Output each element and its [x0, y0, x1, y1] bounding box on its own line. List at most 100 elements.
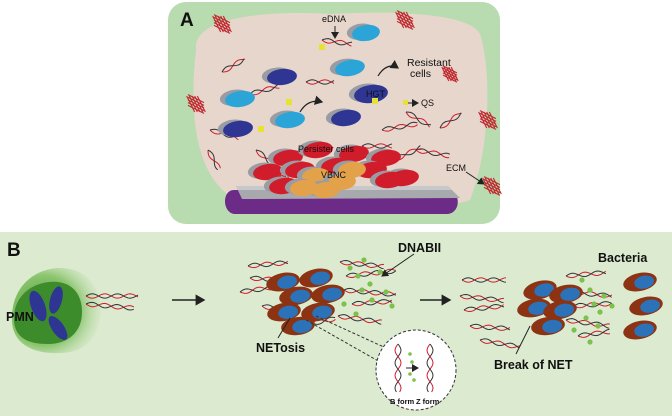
label-resistant: Resistant cells: [407, 57, 454, 80]
label-b-form: B form: [390, 397, 414, 406]
dnabii-dot: [353, 311, 359, 317]
zoom-inset: [305, 315, 457, 411]
label-z-form: Z form: [416, 397, 440, 406]
cell-dark: [261, 67, 297, 86]
ecm-mesh-icon: [482, 176, 502, 196]
dnabii-dot: [359, 287, 365, 293]
label-ecm: ECM: [446, 163, 466, 173]
panel-a: A eDNA Resistant cell: [168, 2, 502, 224]
label-edna: eDNA: [322, 14, 346, 24]
transfer-arrow-1: [299, 95, 324, 113]
dnabii-dot: [591, 301, 597, 307]
edna-strand-icon: [249, 83, 280, 96]
qs-molecules: [258, 44, 408, 132]
net-strand-icon: [577, 328, 611, 338]
vbnc-cell: [284, 178, 318, 197]
persister-cell: [333, 144, 369, 163]
edna-strand-icon: [321, 38, 353, 47]
cell-light: [346, 23, 380, 42]
bacterium-icon: [549, 284, 583, 304]
dnabii-dot: [587, 287, 593, 293]
dnabii-dot: [595, 323, 601, 329]
edna-strand-icon: [305, 79, 335, 85]
persister-cell: [297, 140, 333, 159]
dnabii-dot: [347, 265, 353, 271]
edna-strands-a: [207, 38, 462, 172]
label-dnabii: DNABII: [398, 241, 441, 255]
dnabii-dot: [355, 273, 361, 279]
panel-b-background: [0, 232, 672, 416]
dnabii-dot: [583, 315, 589, 321]
dnabii-dot: [377, 269, 383, 275]
ecm-mesh-icon: [478, 110, 498, 130]
bacterium-icon: [266, 272, 300, 292]
ecm-mesh-icon: [212, 14, 232, 34]
edna-strand-icon: [221, 58, 245, 73]
dnabii-dot: [367, 281, 373, 287]
cell-light: [269, 110, 305, 129]
cell-hgt: [348, 83, 388, 104]
ecm-mesh-icon: [441, 65, 459, 83]
bacterium-icon: [629, 296, 663, 316]
bacterium-icon: [623, 320, 657, 340]
bacterium-icon: [311, 284, 345, 304]
edna-strand-icon: [361, 143, 393, 149]
dnabii-dot: [571, 327, 577, 333]
break-pointer: [515, 325, 531, 355]
net-strand-icon: [459, 293, 505, 304]
edna-strand-icon: [439, 112, 462, 129]
cells-a: [217, 23, 419, 199]
label-persister: Persister cells: [298, 144, 355, 154]
bacteria-b: [266, 268, 663, 340]
substrate: [225, 186, 460, 214]
label-vbnc: VBNC: [321, 170, 347, 180]
dnabii-pointer: [381, 253, 415, 277]
bacterium-icon: [531, 316, 565, 336]
dnabii-dot: [601, 293, 607, 299]
panel-b: B PMN DNABII NET: [0, 232, 672, 416]
dnabii-dot: [579, 277, 585, 283]
bacterium-icon: [267, 302, 301, 322]
net-strand-icon: [463, 303, 505, 313]
dnabii-dot: [609, 303, 615, 309]
dnabii-dot: [341, 301, 347, 307]
persister-cell: [369, 170, 405, 189]
bacterium-icon: [279, 286, 313, 306]
bacterium-icon: [281, 316, 315, 336]
cell-dark: [325, 108, 361, 127]
label-netosis: NETosis: [256, 341, 305, 355]
net-strand-icon: [337, 314, 382, 325]
bacterium-icon: [623, 272, 657, 292]
label-pmn: PMN: [6, 310, 34, 324]
dnabii-dot: [597, 309, 603, 315]
cell-light: [329, 58, 365, 77]
dnabii-dot: [587, 339, 593, 345]
bacterium-icon: [523, 280, 557, 300]
ecm-mesh-icon: [395, 10, 415, 30]
net-strand-icon: [461, 277, 507, 283]
bacterium-icon: [517, 298, 551, 318]
cell-dark: [217, 119, 253, 138]
edna-strand-icon: [405, 111, 432, 128]
vbnc-cell: [296, 166, 330, 185]
label-bacteria: Bacteria: [598, 251, 648, 265]
label-qs: QS: [421, 98, 434, 108]
netosis-pointer: [277, 317, 291, 339]
dnabii-dot: [369, 297, 375, 303]
dnabii-dot: [383, 289, 389, 295]
net-strand-icon: [565, 270, 607, 279]
net-strand-icon: [565, 318, 610, 329]
net-strand-icon: [85, 301, 135, 311]
label-break-of-net: Break of NET: [494, 358, 573, 372]
net-strand-icon: [247, 260, 289, 269]
b-form-dna-icon: [394, 343, 402, 393]
panel-a-letter: A: [180, 10, 194, 31]
ecm-pointer: [465, 171, 485, 185]
label-hgt: HGT: [366, 89, 386, 99]
persister-cell: [247, 162, 283, 181]
transfer-arrow-2: [377, 60, 399, 77]
vbnc-cell: [332, 160, 366, 179]
persister-cell: [365, 148, 401, 167]
net-strand-icon: [469, 323, 511, 331]
